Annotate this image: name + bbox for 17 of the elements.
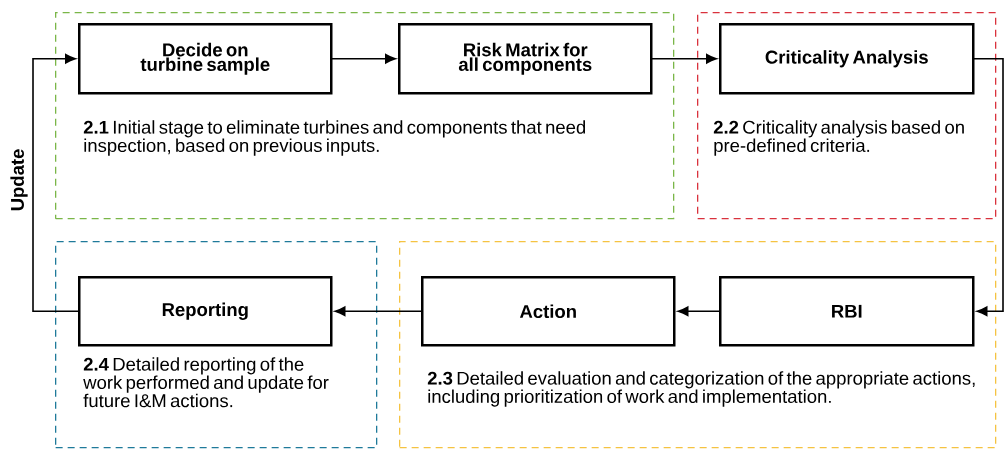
description-text: 2.1 Initial stage to eliminate turbines and components that need inspection, based on previous inputs. <box>83 120 586 156</box>
edge-label: Update <box>9 147 29 213</box>
process-box: Action <box>421 276 676 347</box>
process-box: Reporting <box>78 276 333 347</box>
process-box: RBI <box>719 276 975 347</box>
arrow <box>32 53 79 313</box>
description-text: 2.2 Criticality analysis based on pre-defined criteria. <box>713 120 964 156</box>
process-box: Criticality Analysis <box>719 23 975 95</box>
arrow <box>334 306 422 317</box>
arrow <box>651 53 717 64</box>
arrow <box>331 53 396 64</box>
arrow <box>677 306 720 317</box>
process-box: Decide on turbine sample <box>78 23 333 95</box>
process-box: Risk Matrix for all components <box>398 23 653 95</box>
description-text: 2.4 Detailed reporting of the work performed and update for future I&M actions. <box>83 357 329 408</box>
arrow <box>973 57 1004 317</box>
description-text: 2.3 Detailed evaluation and categorization of the appropriate actions, including prioritization of work and implementation. <box>427 371 975 407</box>
